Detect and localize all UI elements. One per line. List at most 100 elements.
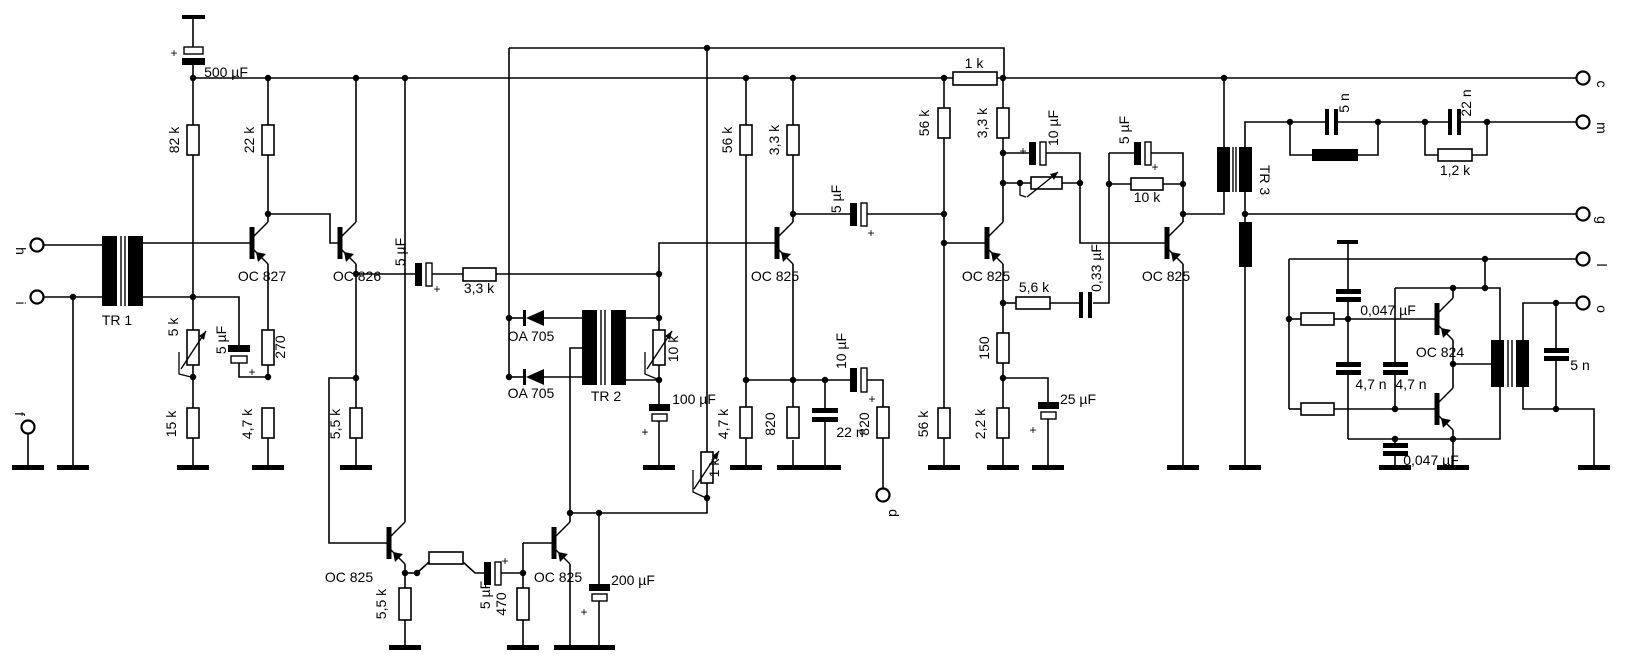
- label-res-82k: 82 k: [166, 126, 182, 153]
- label-res-3_3k-2: 3,3 k: [974, 107, 990, 138]
- ground-symbol: [252, 465, 284, 470]
- junction-dot: [1344, 315, 1352, 323]
- label-res-4_7k-1: 4,7 k: [715, 408, 731, 439]
- label-res-22k: 22 k: [241, 126, 257, 153]
- wire: [1244, 121, 1290, 147]
- junction-dot: [1449, 284, 1457, 292]
- cap-plate: [1383, 451, 1408, 456]
- wiper-arrowhead: [712, 451, 719, 460]
- label-cap-10uF-1: 10 µF: [1045, 110, 1061, 146]
- junction-dot: [264, 74, 272, 82]
- junction-dot: [1483, 118, 1491, 126]
- base-bar: [249, 227, 255, 259]
- junction-dot: [505, 314, 513, 322]
- wire: [1472, 122, 1488, 156]
- junction-dot: [595, 509, 603, 517]
- transistor-oc825-e: [551, 521, 571, 565]
- junction-dot: [352, 374, 360, 382]
- junction-dot: [264, 373, 272, 381]
- label-transistor-oc825-b: OC 825: [962, 268, 1010, 284]
- emitter-arrow: [991, 252, 1001, 262]
- label-cap-4_7n-left: 4,7 n: [1355, 376, 1386, 392]
- cap-plate: [1544, 356, 1569, 361]
- label-cap-5n-2: 5 n: [1570, 357, 1589, 373]
- resistor-82k: [186, 124, 200, 156]
- resistor-56k-1: [739, 124, 753, 156]
- junction-dot: [566, 509, 574, 517]
- potentiometer-5k: [178, 329, 207, 378]
- transistors: [249, 221, 1454, 565]
- transistor-oc825-c: [1164, 221, 1184, 265]
- wire: [1522, 387, 1556, 410]
- cap-plate-neg: [182, 58, 205, 65]
- capacitors-electrolytic: +++++++++++: [170, 46, 1158, 619]
- cap-plate-pos: [425, 262, 433, 287]
- capacitor-5uF-bias: +: [228, 345, 256, 379]
- label-res-10k-fb: 10 k: [1134, 189, 1161, 205]
- label-cap-0_33uF: 0,33 µF: [1088, 244, 1104, 292]
- ground-symbol: [928, 465, 960, 470]
- resistor-osc-top: [1300, 312, 1335, 326]
- wiper-tap: [692, 470, 705, 498]
- cap-plate-neg: [589, 584, 610, 591]
- anode-triangle: [526, 369, 544, 385]
- terminal-d: [875, 487, 891, 503]
- ground-symbol: [1437, 465, 1469, 470]
- diodes: [523, 310, 544, 385]
- junction-dot: [352, 74, 360, 82]
- potentiometer-10k: [644, 329, 673, 380]
- plus-sign: +: [170, 46, 177, 60]
- label-cap-4_7n-right: 4,7 n: [1395, 376, 1426, 392]
- label-res-470: 470: [493, 592, 509, 616]
- junction-dot: [703, 44, 711, 52]
- capacitor-4.7n-right: [1383, 362, 1408, 375]
- collector-lead: [1438, 297, 1454, 313]
- label-terminal-d: d: [886, 509, 902, 517]
- junction-dot: [1286, 118, 1294, 126]
- emitter-arrow: [1441, 418, 1451, 428]
- resistor-osc-bottom: [1300, 402, 1335, 416]
- label-cap-0_047uF-bottom: 0,047 µF: [1403, 452, 1459, 468]
- capacitor-5uF-2: +: [1134, 141, 1159, 174]
- transistor-oc824-upper: [1434, 297, 1454, 341]
- cap-plate-neg: [850, 368, 857, 392]
- plus-sign: +: [1151, 160, 1158, 174]
- label-terminal-g: g: [1594, 216, 1610, 224]
- cap-plate: [1334, 109, 1338, 135]
- emitter-arrow: [393, 552, 403, 562]
- winding-bar: [128, 236, 143, 306]
- wire: [1003, 377, 1049, 402]
- capacitor-100uF: +: [641, 404, 670, 439]
- winding-bar: [582, 310, 597, 385]
- ground-symbol: [1032, 465, 1064, 470]
- base-bar: [337, 227, 343, 259]
- junction-dot: [655, 314, 663, 322]
- junction-dot: [1481, 284, 1489, 292]
- label-transistor-oc825-c: OC 825: [1142, 268, 1190, 284]
- cap-plate-pos: [651, 413, 668, 422]
- resistor-4.7k-a: [261, 407, 275, 439]
- junction-dot: [940, 74, 948, 82]
- wiper-arrowhead: [1050, 172, 1058, 180]
- label-transformer-tr3: TR 3: [1257, 165, 1273, 196]
- junction-dot: [1449, 360, 1457, 368]
- label-terminal-m: m: [1594, 122, 1610, 134]
- cap-plate-neg: [1029, 142, 1036, 165]
- wire: [462, 561, 484, 574]
- ground-symbol: [643, 465, 675, 470]
- capacitor-22n-1: [1448, 109, 1461, 135]
- capacitor-25uF: +: [1029, 402, 1059, 437]
- anode-triangle: [526, 310, 544, 326]
- label-res-3_3k-1: 3,3 k: [766, 124, 782, 155]
- junction-dot: [189, 293, 197, 301]
- cap-plate-neg: [228, 345, 250, 352]
- plus-sign: +: [1029, 423, 1036, 437]
- junction-dot: [999, 299, 1007, 307]
- label-diode-oa705-1: OA 705: [508, 328, 555, 344]
- label-res-5_5k-b: 5,5 k: [373, 588, 389, 619]
- junction-dot: [999, 74, 1007, 82]
- label-transistor-oc827: OC 827: [238, 268, 286, 284]
- resistors: [186, 71, 1473, 621]
- head-coil: [1239, 222, 1252, 267]
